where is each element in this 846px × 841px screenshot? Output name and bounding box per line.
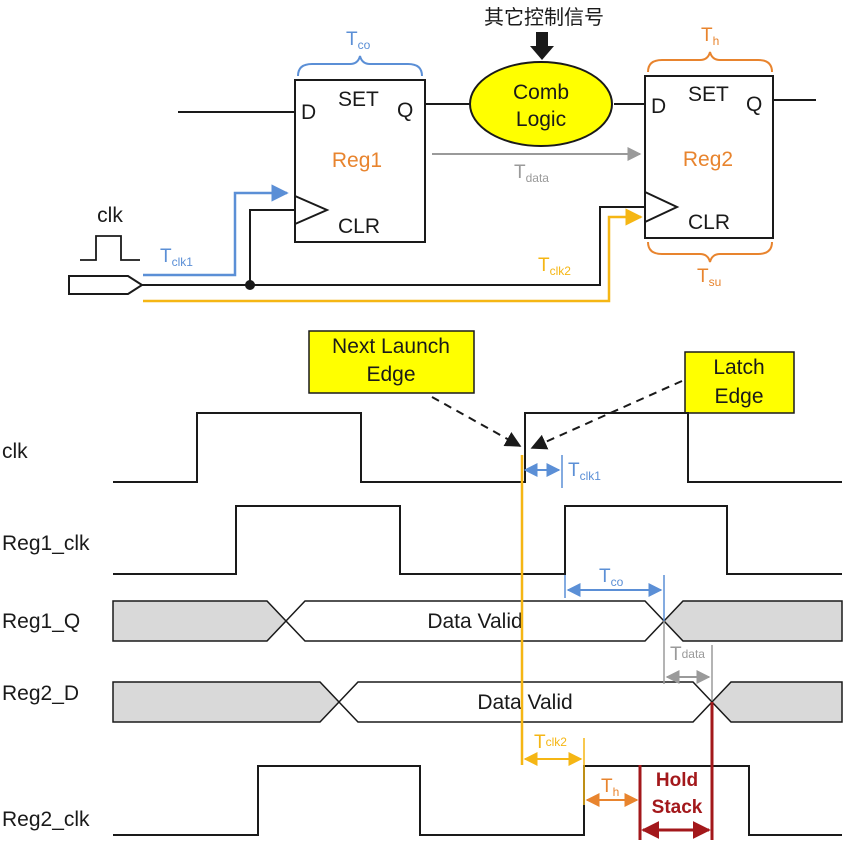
reg2-d-invalid-right xyxy=(710,681,843,723)
comb-logic-line1: Comb xyxy=(513,81,569,104)
tclk2-path xyxy=(143,208,643,303)
signal-label-reg2-clk: Reg2_clk xyxy=(2,808,90,831)
timing-section: Next Launch Edge Latch Edge clk Reg1_clk… xyxy=(2,330,843,840)
timing-tdata-label: Tdata xyxy=(670,644,705,665)
control-arrow-shaft xyxy=(536,32,548,48)
reg2-set-pin: SET xyxy=(688,83,729,106)
latch-pointer xyxy=(530,380,683,450)
reg2-block: D SET Q Reg2 CLR xyxy=(644,75,774,239)
latch-line1: Latch xyxy=(713,356,764,379)
signal-label-reg1-clk: Reg1_clk xyxy=(2,532,90,555)
next-launch-line2: Edge xyxy=(366,363,415,386)
clk-input-pad xyxy=(68,275,144,295)
next-launch-pointer xyxy=(431,396,522,447)
clk-branch-wire xyxy=(249,209,295,285)
reg2-clk-waveform xyxy=(113,765,842,836)
reg1-clk-waveform xyxy=(113,505,842,575)
timing-tclk2-label: Tclk2 xyxy=(534,732,567,753)
reg1-q-pin: Q xyxy=(397,99,413,122)
reg1-clr-pin: CLR xyxy=(338,215,380,238)
tsu-label: Tsu xyxy=(697,266,721,289)
schematic: 其它控制信号 clk D SET Q Reg1 CLR xyxy=(68,6,816,303)
signal-label-reg1-q: Reg1_Q xyxy=(2,610,80,633)
reg1-set-pin: SET xyxy=(338,88,379,111)
timing-tclk1-label: Tclk1 xyxy=(568,460,601,483)
reg1-q-invalid-left xyxy=(112,600,288,642)
next-launch-line1: Next Launch xyxy=(332,335,450,358)
tclk1-label: Tclk1 xyxy=(160,246,193,269)
reg2-name: Reg2 xyxy=(683,148,733,171)
comb-logic-ellipse xyxy=(469,61,613,147)
reg2-clock-triangle xyxy=(644,191,680,223)
reg2-d-invalid-left xyxy=(112,681,341,723)
latch-line2: Edge xyxy=(714,385,763,408)
signal-label-reg2-d: Reg2_D xyxy=(2,682,79,705)
tdata-label: Tdata xyxy=(514,162,549,185)
reg1-name: Reg1 xyxy=(332,149,382,172)
tsu-brace xyxy=(647,241,773,263)
clk-input-label: clk xyxy=(97,204,123,227)
reg1-block: D SET Q Reg1 CLR xyxy=(294,79,426,243)
reg1-q-invalid-right xyxy=(662,600,843,642)
tclk1-path xyxy=(143,184,289,277)
clk-pulse-icon xyxy=(80,235,140,261)
reg1-d-pin: D xyxy=(301,101,316,124)
reg1-clock-triangle xyxy=(294,195,330,225)
tco-label: Tco xyxy=(346,29,371,52)
th-label: Th xyxy=(701,25,719,48)
clk-junction-dot xyxy=(245,280,255,290)
clk-main-wire xyxy=(142,206,645,286)
latch-callout xyxy=(684,351,795,414)
reg1-q-data-valid-label: Data Valid xyxy=(427,610,522,633)
comb-logic-line2: Logic xyxy=(516,108,566,131)
reg2-d-pin: D xyxy=(651,95,666,118)
hold-stack-line2: Stack xyxy=(652,797,703,818)
reg2-d-data-valid-label: Data Valid xyxy=(477,691,572,714)
tco-brace xyxy=(297,55,423,77)
timing-tco-label: Tco xyxy=(599,566,624,589)
next-launch-callout xyxy=(308,330,475,394)
signal-label-clk: clk xyxy=(2,440,28,463)
reg2-clr-pin: CLR xyxy=(688,211,730,234)
other-control-label: 其它控制信号 xyxy=(484,6,604,29)
hold-stack-line1: Hold xyxy=(656,770,698,791)
reg2-q-pin: Q xyxy=(746,93,762,116)
timing-th-label: Th xyxy=(601,776,619,799)
control-arrow-head xyxy=(530,46,554,60)
clk-waveform xyxy=(113,412,842,483)
th-brace xyxy=(647,51,773,73)
tclk2-label: Tclk2 xyxy=(538,255,571,278)
